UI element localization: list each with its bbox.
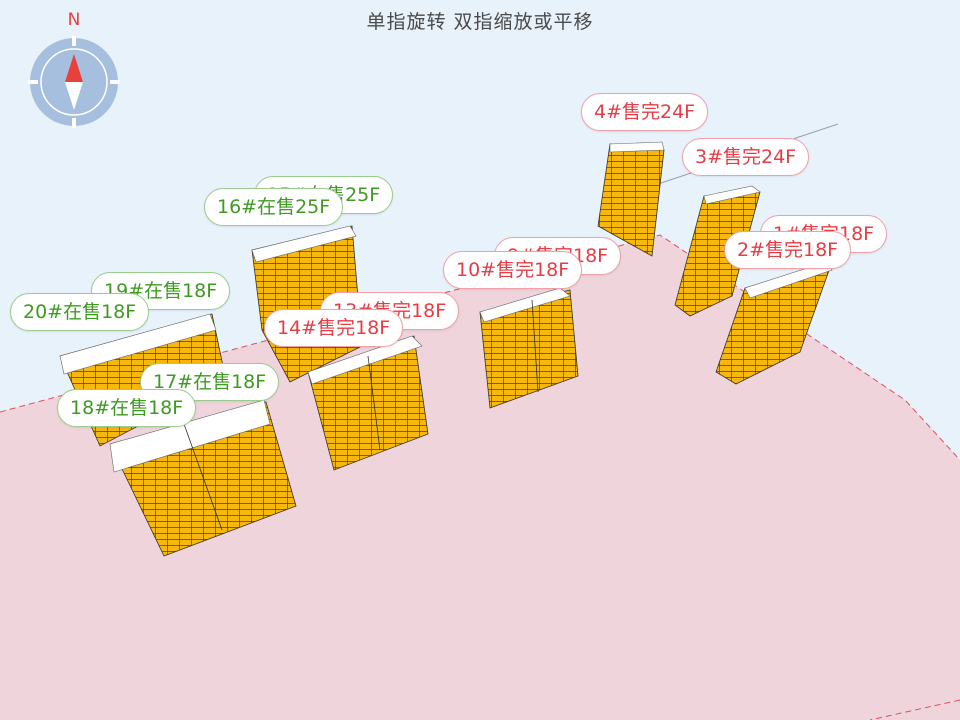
building-4[interactable] (597, 141, 665, 257)
building-label-16[interactable]: 16#在售25F (204, 188, 344, 226)
building-1-2[interactable] (715, 261, 833, 385)
building-label-20[interactable]: 20#在售18F (10, 293, 150, 331)
compass-icon[interactable] (28, 36, 120, 128)
compass-north-label: N (67, 10, 81, 30)
site-ground (0, 235, 960, 720)
building-label-2[interactable]: 2#售完18F (724, 231, 852, 269)
building-label-18[interactable]: 18#在售18F (57, 389, 197, 427)
building-9-10[interactable] (479, 287, 579, 409)
building-label-10[interactable]: 10#售完18F (443, 251, 583, 289)
building-label-14[interactable]: 14#售完18F (264, 309, 404, 347)
building-13-14[interactable] (307, 335, 429, 471)
gesture-hint: 单指旋转 双指缩放或平移 (366, 11, 594, 33)
building-17-18[interactable] (109, 399, 297, 557)
site-boundary-lower (869, 699, 960, 720)
building-3[interactable] (674, 185, 761, 317)
building-label-3[interactable]: 3#售完24F (682, 138, 810, 176)
building-label-4[interactable]: 4#售完24F (581, 93, 709, 131)
